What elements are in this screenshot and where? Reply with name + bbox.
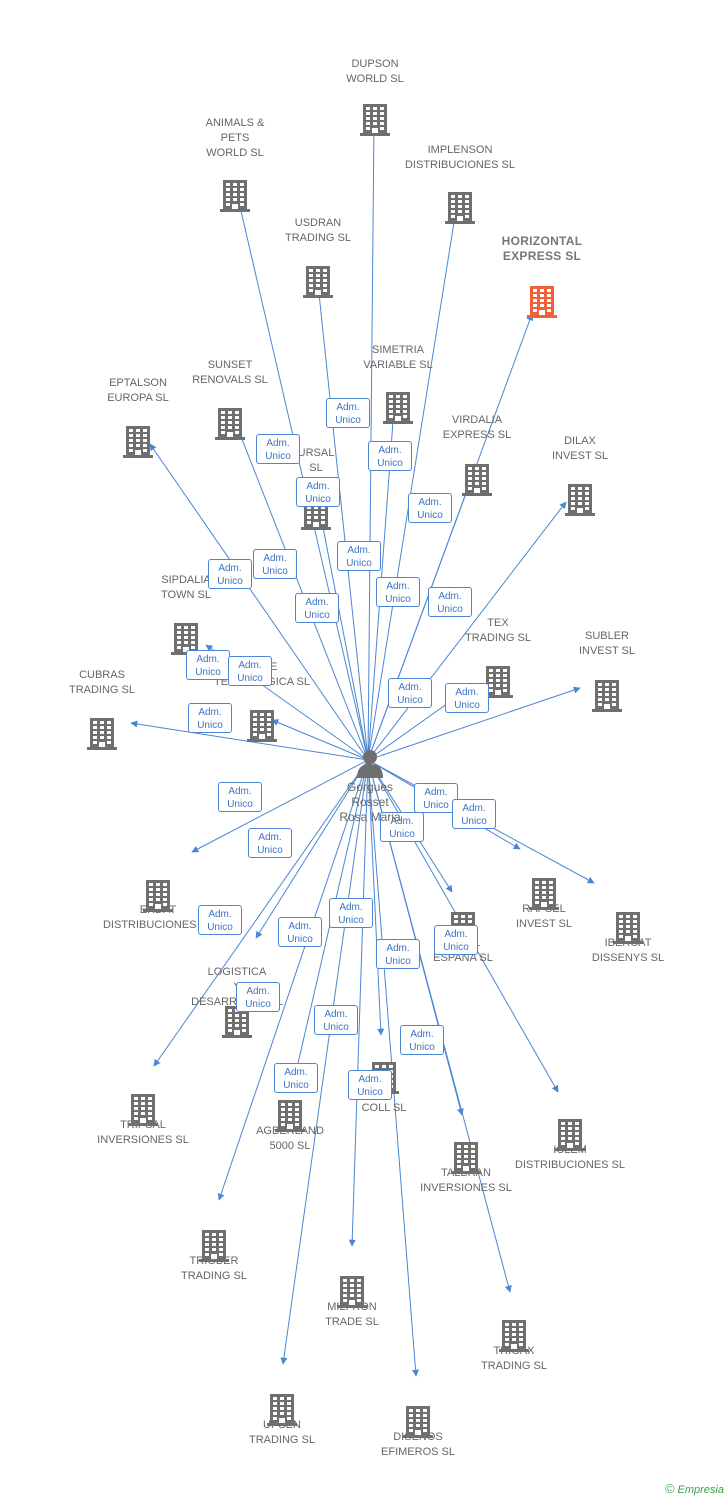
company-name: ANIMALS & PETS WORLD SL <box>205 117 265 159</box>
building-icon <box>123 426 153 458</box>
role-label-eptalson[interactable]: Adm. Unico <box>208 559 252 589</box>
company-name: DISEÑOS EFIMEROS SL <box>381 1431 455 1458</box>
relation-edge-upcoll <box>367 759 385 1036</box>
role-label-sunset[interactable]: Adm. Unico <box>253 549 297 579</box>
company-name: SUBLER INVEST SL <box>578 630 636 657</box>
role-label-disenos[interactable]: Adm. Unico <box>348 1070 392 1100</box>
role-label-subler[interactable]: Adm. Unico <box>445 683 489 713</box>
company-name: SIPDALIA TOWN SL <box>161 574 211 601</box>
role-label-virdalia[interactable]: Adm. Unico <box>376 577 420 607</box>
role-label-talbran[interactable]: Adm. Unico <box>434 925 478 955</box>
relation-edge-milfron <box>348 759 369 1247</box>
building-icon <box>303 266 333 298</box>
building-icon <box>565 484 595 516</box>
company-name: URSAL SL <box>297 447 335 474</box>
role-label-ibercat[interactable]: Adm. Unico <box>452 799 496 829</box>
building-icon <box>462 464 492 496</box>
relation-edge-ursal <box>319 521 369 761</box>
role-label-horizontal[interactable]: Adm. Unico <box>408 493 452 523</box>
company-name: DUPSON WORLD SL <box>346 58 404 85</box>
relation-edge-erdat <box>191 759 369 853</box>
center-person-name: Gorgues Rosset Rosa Maria <box>339 780 401 824</box>
building-icon <box>215 408 245 440</box>
building-icon <box>199 1230 229 1262</box>
building-icon <box>87 718 117 750</box>
building-icon <box>220 180 250 212</box>
building-icon <box>483 666 513 698</box>
copyright-icon: © <box>664 1481 675 1496</box>
company-name: SIMETRIA VARIABLE SL <box>363 344 433 371</box>
company-name: CUBRAS TRADING SL <box>68 669 135 696</box>
building-icon <box>445 192 475 224</box>
relation-edge-upsen <box>280 759 369 1365</box>
relation-edge-virdalia <box>367 481 472 761</box>
role-label-tripsal[interactable]: Adm. Unico <box>236 982 280 1012</box>
building-icon <box>527 286 557 318</box>
relation-edge-trigber <box>217 759 369 1201</box>
role-label-milfron[interactable]: Adm. Unico <box>329 898 373 928</box>
building-icon <box>143 880 173 912</box>
relation-edge-eptalson <box>149 443 369 761</box>
company-name: TEX TRADING SL <box>464 617 531 644</box>
relation-edge-subler <box>367 686 581 761</box>
building-icon <box>247 710 277 742</box>
role-label-logistica[interactable]: Adm. Unico <box>198 905 242 935</box>
role-label-sipdalia[interactable]: Adm. Unico <box>186 650 230 680</box>
building-icon <box>592 680 622 712</box>
role-label-tex[interactable]: Adm. Unico <box>388 678 432 708</box>
relation-edge-sunset <box>235 423 369 761</box>
role-label-rapsel[interactable]: Adm. Unico <box>414 783 458 813</box>
building-icon <box>529 878 559 910</box>
role-label-erdat[interactable]: Adm. Unico <box>218 782 262 812</box>
building-icon <box>499 1320 529 1352</box>
role-label-ursal[interactable]: Adm. Unico <box>295 593 339 623</box>
building-icon <box>128 1094 158 1126</box>
brand-logo-text: Empresia <box>677 1484 724 1496</box>
role-label-trigax[interactable]: Adm. Unico <box>376 939 420 969</box>
relation-edge-usdran <box>315 283 369 761</box>
person-icon <box>357 750 383 778</box>
company-name: HORIZONTAL EXPRESS SL <box>501 234 583 263</box>
building-icon <box>275 1100 305 1132</box>
role-label-upsen[interactable]: Adm. Unico <box>274 1063 318 1093</box>
role-label-trigber[interactable]: Adm. Unico <box>248 828 292 858</box>
role-label-agberland[interactable]: Adm. Unico <box>278 917 322 947</box>
role-label-dilax[interactable]: Adm. Unico <box>428 587 472 617</box>
building-icon <box>383 392 413 424</box>
company-name: IMPLENSON DISTRIBUCIONES SL <box>404 144 516 171</box>
company-name: DILAX INVEST SL <box>551 435 609 462</box>
company-name: USDRAN TRADING SL <box>284 217 351 244</box>
company-name: SUNSET RENOVALS SL <box>192 359 268 386</box>
building-icon <box>613 912 643 944</box>
role-label-implenson[interactable]: Adm. Unico <box>368 441 412 471</box>
role-label-usdran[interactable]: Adm. Unico <box>296 477 340 507</box>
role-label-dupson[interactable]: Adm. Unico <box>326 398 370 428</box>
relation-edge-nube <box>271 719 369 761</box>
relation-edge-implenson <box>367 209 459 761</box>
building-icon <box>267 1394 297 1426</box>
company-name: EPTALSON EUROPA SL <box>107 377 169 404</box>
building-icon <box>451 1142 481 1174</box>
building-icon <box>403 1406 433 1438</box>
center-person-node[interactable]: Gorgues Rosset Rosa Maria <box>320 748 420 825</box>
relation-edge-tripsal <box>153 759 369 1067</box>
role-label-iclem[interactable]: Adm. Unico <box>400 1025 444 1055</box>
company-name: TRIGAX TRADING SL <box>480 1345 547 1372</box>
company-name: VIRDALIA EXPRESS SL <box>442 414 512 441</box>
building-icon <box>360 104 390 136</box>
role-label-upcoll[interactable]: Adm. Unico <box>314 1005 358 1035</box>
role-label-simetria[interactable]: Adm. Unico <box>337 541 381 571</box>
brand-footer: ©Empresia <box>665 1481 724 1496</box>
role-label-nube[interactable]: Adm. Unico <box>228 656 272 686</box>
relation-edge-logistica <box>255 759 369 939</box>
building-icon <box>337 1276 367 1308</box>
building-icon <box>555 1119 585 1151</box>
relation-edge-dilax <box>367 501 567 761</box>
role-label-animals[interactable]: Adm. Unico <box>256 434 300 464</box>
role-label-cubras[interactable]: Adm. Unico <box>188 703 232 733</box>
role-label-alpel[interactable]: Adm. Unico <box>380 812 424 842</box>
